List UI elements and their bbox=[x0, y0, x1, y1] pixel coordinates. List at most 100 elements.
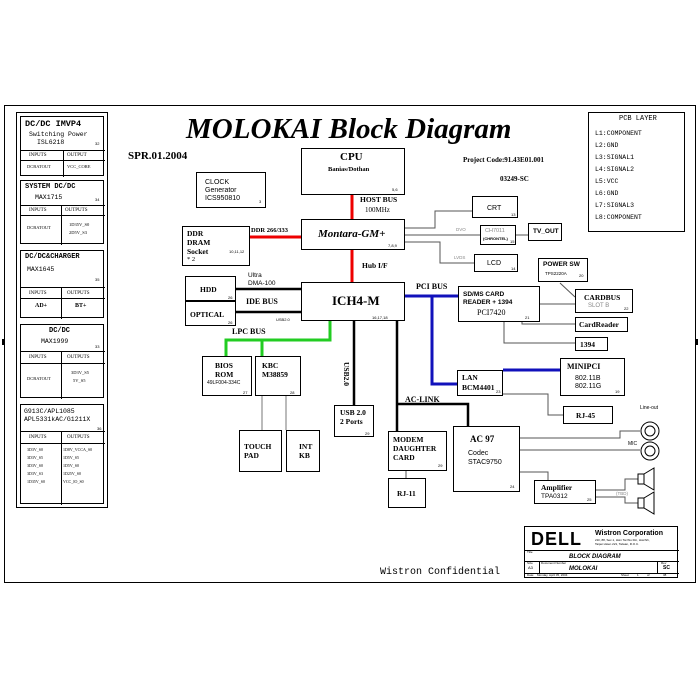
system-col2: OUTPUTS bbox=[65, 208, 88, 213]
ddr-l4: * 2 bbox=[187, 256, 196, 263]
imvp4-col1: INPUTS bbox=[29, 153, 47, 158]
rj11-block: RJ-11 bbox=[388, 478, 426, 508]
cardreader-title: CardReader bbox=[579, 320, 619, 329]
doc-label: Document Number bbox=[541, 561, 567, 565]
imvp4-title: DC/DC IMVP4 bbox=[25, 119, 82, 129]
minipci-page: 19 bbox=[615, 389, 620, 394]
minipci-l1: 802.11B bbox=[575, 375, 601, 382]
powersw-block: POWER SW TPS2220A 20 bbox=[538, 258, 588, 282]
usb-bus-label: USB2.0 bbox=[342, 362, 351, 386]
title-value: BLOCK DIAGRAM bbox=[569, 554, 621, 560]
intkb-l1: INT bbox=[299, 442, 313, 451]
sheet-value: 1 bbox=[637, 573, 639, 577]
lpc-bus-label: LPC BUS bbox=[232, 327, 266, 336]
bios-l1: BIOS bbox=[215, 361, 233, 370]
ich4-block: ICH4-M 16,17,18 bbox=[301, 282, 405, 321]
pcb-layer-item: L1:COMPONENT bbox=[595, 130, 642, 137]
pcb-layer-item: L5:VCC bbox=[595, 178, 619, 185]
clock-page: 3 bbox=[259, 199, 262, 204]
g913-row-out: VCC_IO_S0 bbox=[63, 479, 84, 484]
crt-title: CRT bbox=[487, 205, 502, 212]
power-block-g913: G913C/APL1085 APL5331kAC/G1211X 36 INPUT… bbox=[20, 404, 105, 505]
intkb-block: INT KB bbox=[286, 430, 320, 472]
divider bbox=[61, 287, 62, 319]
bios-block: BIOS ROM 49LF004-334C 27 bbox=[202, 356, 252, 396]
cpu-block: CPU Banias/Dothan 5,6 bbox=[301, 148, 405, 195]
ieee1394-title: 1394 bbox=[580, 340, 595, 349]
charger-page: 35 bbox=[95, 277, 100, 282]
modem-block: MODEM DAUGHTER CARD 29 bbox=[388, 431, 447, 471]
bios-l2: ROM bbox=[215, 370, 234, 379]
optical-block: OPTICAL 26 bbox=[185, 301, 236, 326]
charger-col1: INPUTS bbox=[29, 291, 47, 296]
amp-page: 25 bbox=[587, 497, 592, 502]
clock-l3: ICS950810 bbox=[205, 195, 241, 202]
of-value: 38 bbox=[663, 573, 667, 577]
usb-ports-l2: 2 Ports bbox=[340, 417, 363, 426]
g913-page: 36 bbox=[97, 426, 102, 431]
g913-col2: OUTPUTS bbox=[67, 435, 90, 440]
tvout-block: TV_OUT bbox=[528, 223, 562, 241]
g913-row-in: 3D3V_S5 bbox=[27, 455, 44, 460]
kbc-page: 28 bbox=[290, 390, 295, 395]
pcb-code: 03249-SC bbox=[500, 175, 529, 183]
ddr-l3: Socket bbox=[187, 247, 209, 256]
gmch-block: Montara-GM+ 7,8,9 bbox=[301, 219, 405, 250]
divider bbox=[61, 431, 62, 505]
usb-ports-page: 29 bbox=[365, 431, 370, 436]
rev-value: SC bbox=[663, 565, 670, 571]
intkb-l2: KB bbox=[299, 451, 310, 460]
ch7011-page: 15 bbox=[510, 239, 515, 244]
system-out2: 2D5V_S3 bbox=[69, 230, 88, 235]
cpu-sub: Banias/Dothan bbox=[328, 166, 370, 173]
size-value: A3 bbox=[528, 565, 533, 570]
charger-sub: MAX1645 bbox=[27, 266, 55, 273]
pcb-layer-box: PCB LAYER L1:COMPONENT L2:GND L3:SIGNAL1… bbox=[588, 112, 685, 232]
clock-l2: Generator bbox=[205, 187, 237, 194]
g913-row-out: 1D25V_S0 bbox=[63, 471, 82, 476]
bios-page: 27 bbox=[243, 390, 248, 395]
g913-row-out: 1D5V_S5 bbox=[63, 455, 80, 460]
pcb-layer-item: L2:GND bbox=[595, 142, 619, 149]
g913-row-in: 1D35V_S0 bbox=[27, 479, 46, 484]
project-code: Project Code:91.43E01.001 bbox=[463, 156, 544, 164]
ieee1394-block: 1394 bbox=[575, 337, 608, 351]
mic-label: MIC bbox=[628, 441, 638, 447]
divider bbox=[21, 287, 105, 288]
usb-ports-l1: USB 2.0 bbox=[340, 408, 366, 417]
usb-small-label: USB2.0 bbox=[276, 317, 290, 322]
host-bus-label: HOST BUS bbox=[360, 195, 398, 204]
ddr-block: DDR DRAM Socket * 2 10,11,12 bbox=[182, 226, 250, 266]
cardbus-sub: SLOT B bbox=[588, 303, 610, 309]
optical-page: 26 bbox=[228, 320, 233, 325]
imvp4-col2: OUTPUT bbox=[67, 153, 87, 158]
pcb-layer-item: L8:COMPONENT bbox=[595, 214, 642, 221]
power-block-max1999: DC/DC MAX1999 33 INPUTS OUTPUTS DCBATOUT… bbox=[20, 324, 105, 399]
system-in: DCBATOUT bbox=[27, 225, 51, 230]
max1999-col1: INPUTS bbox=[29, 355, 47, 360]
sdcard-page: 21 bbox=[525, 315, 530, 320]
kbc-block: KBC M38859 28 bbox=[255, 356, 301, 396]
sdcard-l3: PCI7420 bbox=[477, 308, 506, 317]
imvp4-sub1: Switching Power bbox=[29, 131, 88, 138]
power-block-charger: DC/DC&CHARGER MAX1645 35 INPUTS OUTPUTS … bbox=[20, 250, 105, 319]
kbc-l1: KBC bbox=[262, 361, 279, 370]
pcb-layer-item: L4:SIGNAL2 bbox=[595, 166, 635, 173]
system-sub: MAX1715 bbox=[35, 194, 63, 201]
company-addr2: Taipei Hsien 221, Taiwan, R.O.C. bbox=[595, 542, 639, 546]
rj11-title: RJ-11 bbox=[397, 489, 416, 498]
rj45-block: RJ-45 bbox=[563, 406, 613, 424]
max1999-col2: OUTPUTS bbox=[67, 355, 90, 360]
system-col1: INPUTS bbox=[29, 208, 47, 213]
ultra-label: Ultra bbox=[248, 272, 262, 279]
lcd-title: LCD bbox=[487, 260, 502, 267]
date-label: SPR.01.2004 bbox=[128, 150, 188, 162]
cpu-title: CPU bbox=[340, 151, 363, 163]
sdcard-block: SD/MS CARD READER + 1394 PCI7420 21 bbox=[458, 286, 540, 322]
amp-block: Amplifier TPA0312 25 bbox=[534, 480, 596, 504]
ac97-l2: Codec bbox=[468, 450, 489, 457]
pcb-layer-item: L7:SIGNAL3 bbox=[595, 202, 635, 209]
rev-label: Rev bbox=[661, 561, 667, 565]
confidential-label: Wistron Confidential bbox=[380, 567, 501, 578]
divider bbox=[21, 431, 105, 432]
